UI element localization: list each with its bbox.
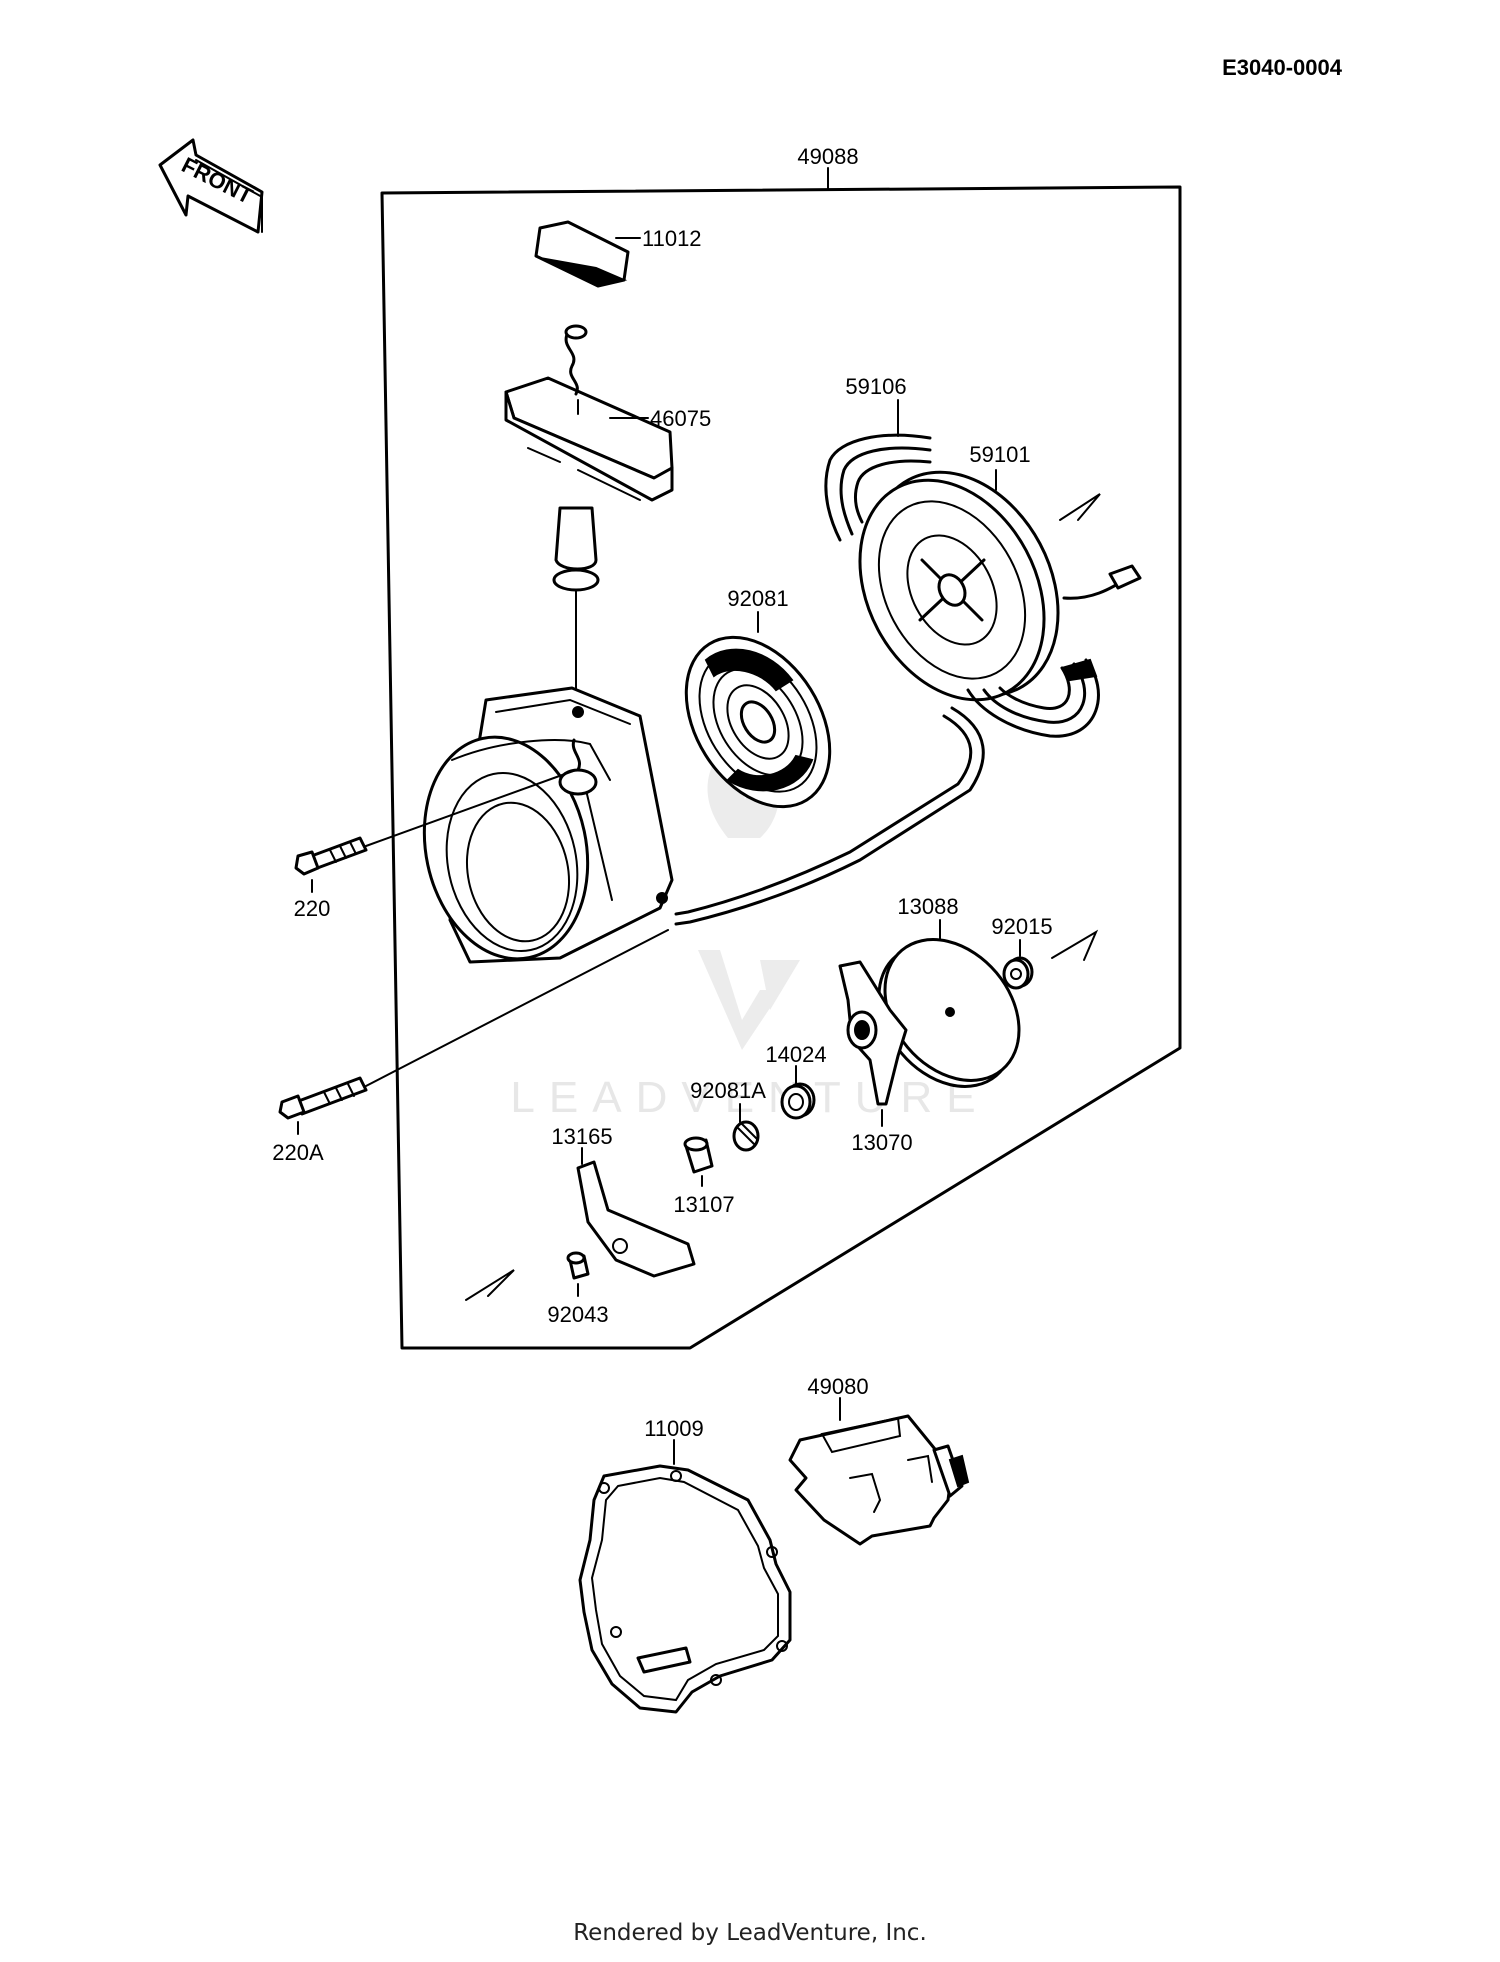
part-starter-housing (422, 686, 674, 964)
callout-46075: 46075 (650, 406, 711, 431)
callout-13165: 13165 (551, 1124, 612, 1149)
callout-59101: 59101 (969, 442, 1030, 467)
callout-49088: 49088 (797, 144, 858, 169)
part-13165-ratchet: 13165 (551, 1124, 696, 1278)
callout-220: 220 (294, 896, 331, 921)
part-92015-nut: 92015 (991, 914, 1099, 990)
part-11012-grip-insert: 11012 (534, 220, 702, 288)
part-13070-ratchet-guide: 13070 (838, 960, 913, 1155)
part-59106-rope: 59106 (824, 374, 932, 542)
watermark-text: LEADVENTURE (510, 1073, 989, 1122)
part-49080-starter-cup: 49080 (788, 1374, 970, 1546)
callout-92043: 92043 (547, 1302, 608, 1327)
callout-220A: 220A (272, 1140, 324, 1165)
callout-49080: 49080 (807, 1374, 868, 1399)
callout-13070: 13070 (851, 1130, 912, 1155)
part-46075-starter-handle: 46075 (504, 324, 711, 761)
callout-11012: 11012 (642, 226, 702, 251)
front-arrow-icon: FRONT (158, 138, 264, 234)
part-rope-lower-coil (674, 658, 1100, 926)
part-92043-pin: 92043 (465, 1251, 609, 1327)
callout-92015: 92015 (991, 914, 1052, 939)
part-92081A-spring: 92081A (690, 1078, 766, 1152)
callout-92081: 92081 (727, 586, 788, 611)
watermark: LEADVENTURE (510, 752, 989, 1122)
part-11009-gasket: 11009 (578, 1416, 792, 1714)
assembly-outline: 49088 (380, 144, 1182, 1350)
callout-13088: 13088 (897, 894, 958, 919)
part-13088-plate: 13088 (877, 894, 1021, 1088)
callout-13107: 13107 (673, 1192, 734, 1217)
callout-92081A: 92081A (690, 1078, 766, 1103)
part-220-bolt: 220 (294, 769, 577, 921)
footer-credit: Rendered by LeadVenture, Inc. (573, 1920, 927, 1946)
part-59101-reel: 59101 (858, 442, 1142, 702)
callout-11009: 11009 (644, 1416, 704, 1441)
part-220A-bolt: 220A (272, 929, 669, 1165)
callout-14024: 14024 (765, 1042, 826, 1067)
part-92081-recoil-spring: 92081 (684, 586, 832, 809)
diagram-code: E3040-0004 (1222, 55, 1343, 80)
part-14024-collar: 14024 (765, 1042, 827, 1120)
callout-59106: 59106 (845, 374, 906, 399)
part-13107-bushing: 13107 (673, 1136, 735, 1217)
